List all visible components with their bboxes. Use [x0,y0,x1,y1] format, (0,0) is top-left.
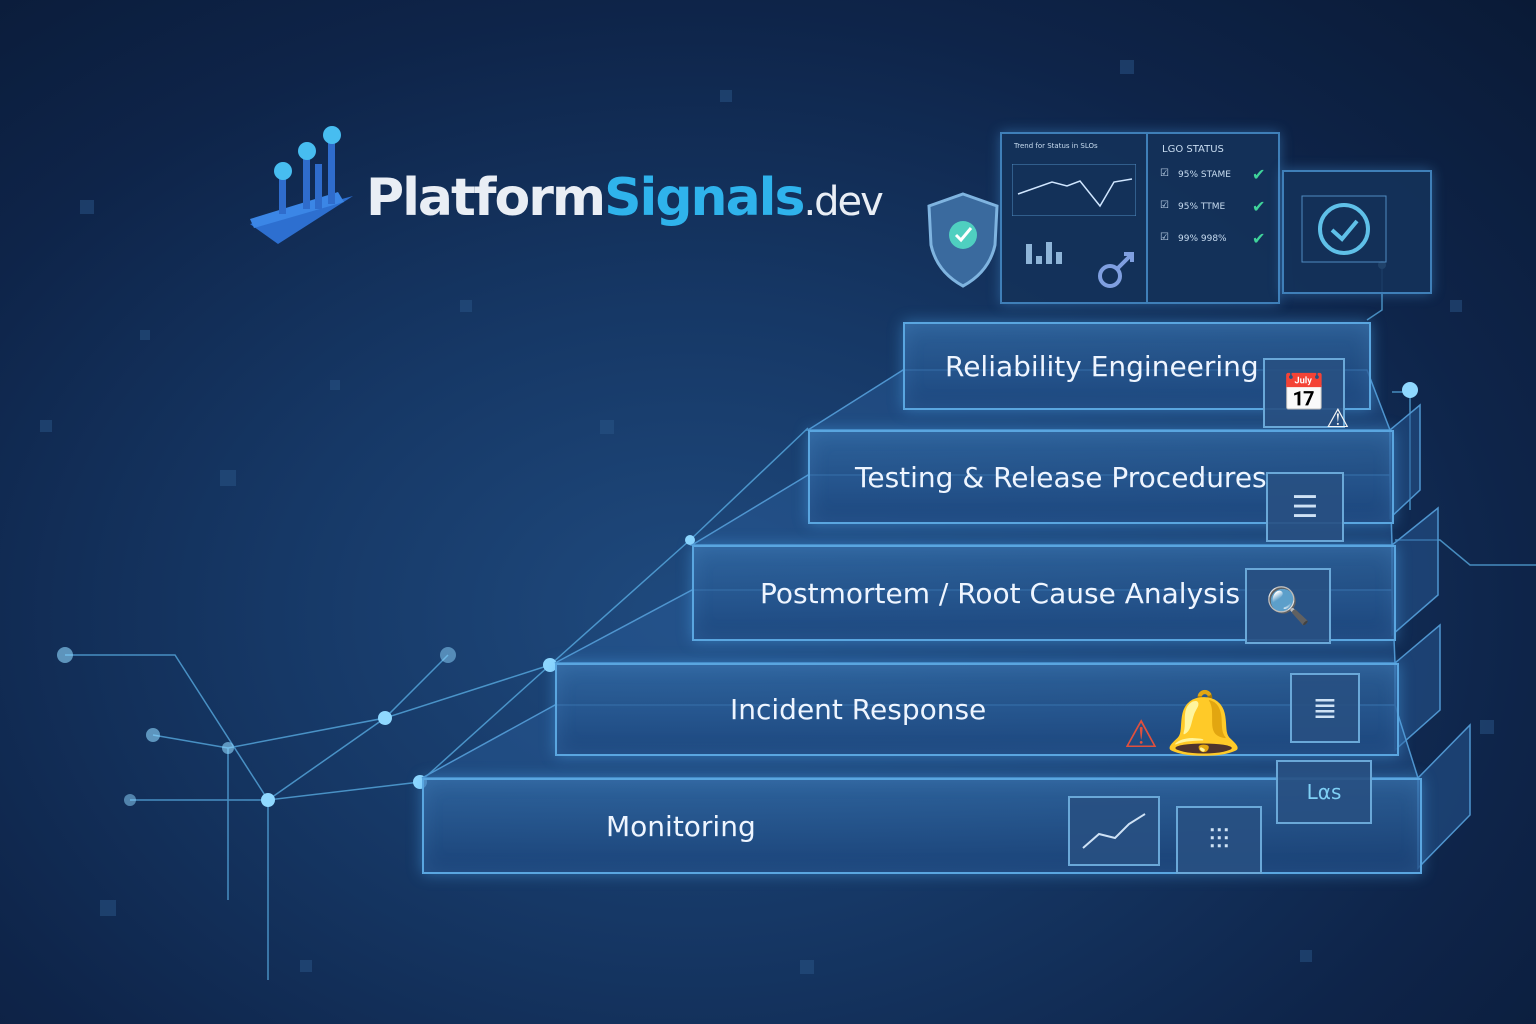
line-chart-icon [1012,164,1136,216]
bar-chart-icon [1026,242,1062,264]
calendar-icon: 📅 [1263,358,1345,428]
alert-triangle-icon: ⚠ [1124,712,1159,756]
sliders-icon: ⫶⫶⫶ [1176,806,1262,874]
step-label: Monitoring [606,809,756,843]
log-document-icon: ≣ [1290,673,1360,743]
checklist-icon: ☰ [1266,472,1344,542]
dashboard-chart-title: Trend for Status in SLOs [1014,142,1098,150]
shield-check-icon [927,192,999,288]
monitor-graph-icon: Lαs [1276,760,1372,824]
brand-logo-text: PlatformSignals.dev [366,168,884,228]
brand-name-part1: Platform [366,168,606,228]
step-incident-response: Incident Response [555,663,1399,756]
step-monitoring: Monitoring [422,778,1422,874]
line-graph-icon [1068,796,1160,866]
logo-icon [250,126,353,244]
document-search-icon: 🔍 [1245,568,1331,644]
check-icon: ✔ [1252,229,1266,248]
check-panel [1282,170,1432,294]
brand-name-part3: .dev [803,179,883,225]
bell-icon: 🔔 [1165,686,1243,759]
status-title: LGO STATUS [1162,144,1224,155]
check-icon: ✔ [1252,165,1266,184]
warning-icon: ⚠ [1326,404,1350,434]
link-icon [1098,252,1134,288]
step-label: Incident Response [730,693,987,726]
check-circle-icon [1301,195,1387,263]
check-icon: ✔ [1252,197,1266,216]
step-label: Testing & Release Procedures [855,460,1267,494]
step-label: Reliability Engineering [945,349,1259,383]
slo-dashboard-panel: Trend for Status in SLOs LGO STATUS ☑95%… [1000,132,1280,304]
step-label: Postmortem / Root Cause Analysis [760,576,1241,610]
brand-name-part2: Signals [604,168,805,228]
